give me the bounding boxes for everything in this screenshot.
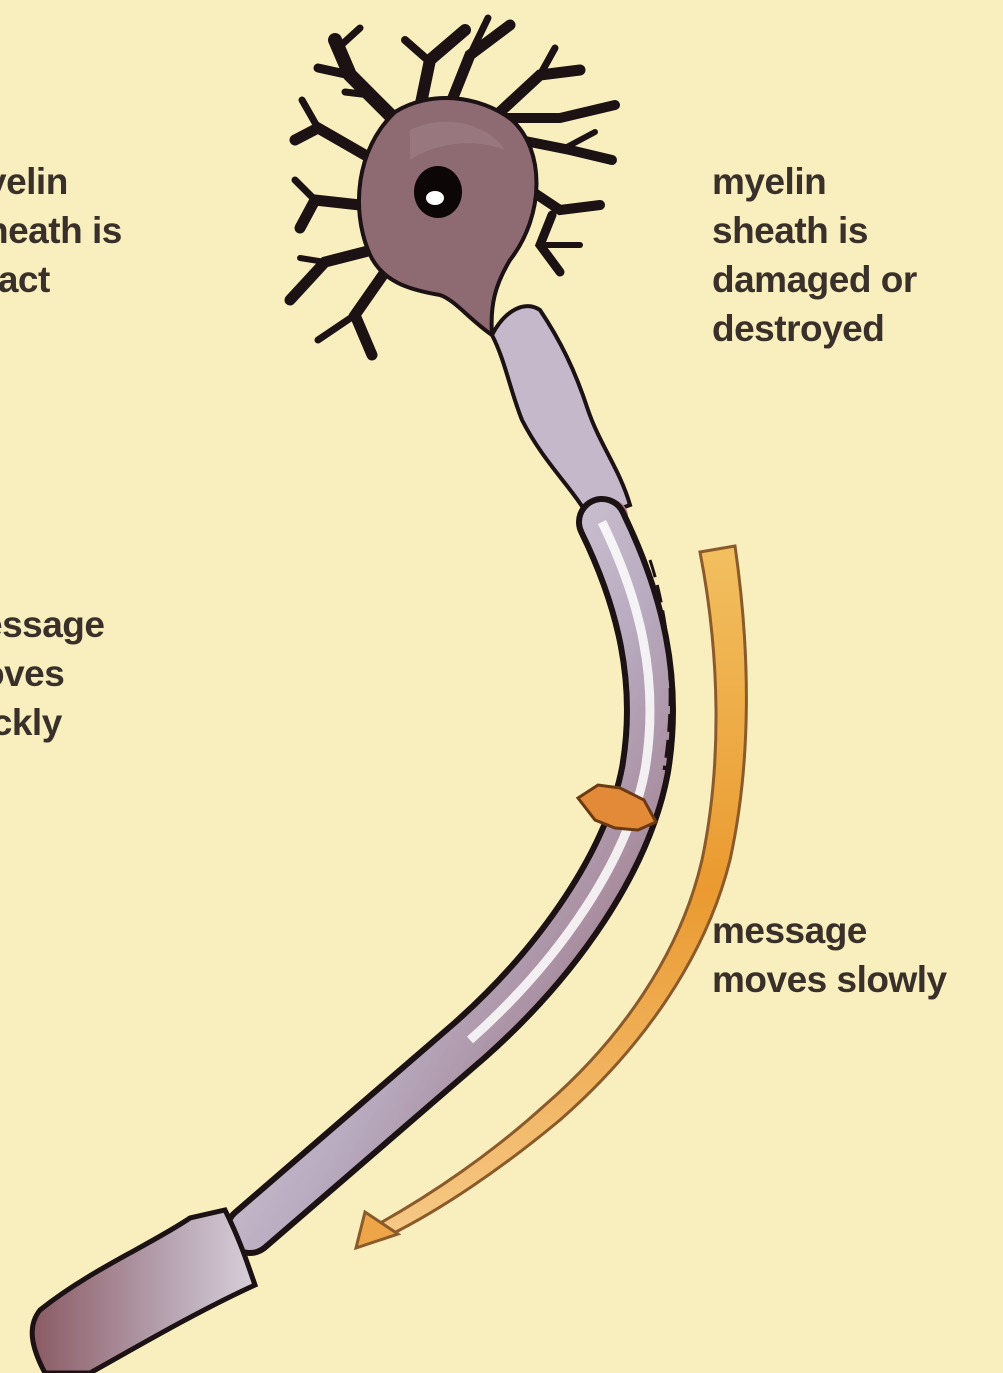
label-line: destroyed bbox=[712, 304, 917, 353]
label-line: essage bbox=[0, 600, 105, 649]
axon-hillock bbox=[492, 306, 630, 520]
label-line: heath is bbox=[0, 206, 122, 255]
label-line: damaged or bbox=[712, 255, 917, 304]
axon-terminal bbox=[32, 1210, 255, 1373]
label-line: myelin bbox=[712, 157, 917, 206]
label-line: sheath is bbox=[712, 206, 917, 255]
nucleolus bbox=[426, 191, 444, 205]
label-line: moves slowly bbox=[712, 955, 947, 1004]
label-myelin-intact: yelin heath is tact bbox=[0, 157, 122, 304]
label-message-slow: message moves slowly bbox=[712, 906, 947, 1004]
label-message-quick: essage oves ickly bbox=[0, 600, 105, 747]
label-line: ickly bbox=[0, 698, 105, 747]
label-line: tact bbox=[0, 255, 122, 304]
label-myelin-damaged: myelin sheath is damaged or destroyed bbox=[712, 157, 917, 353]
slow-message-arrow bbox=[382, 546, 746, 1235]
myelin-sheath bbox=[250, 522, 650, 1230]
label-line: oves bbox=[0, 649, 105, 698]
label-line: yelin bbox=[0, 157, 122, 206]
label-line: message bbox=[712, 906, 947, 955]
